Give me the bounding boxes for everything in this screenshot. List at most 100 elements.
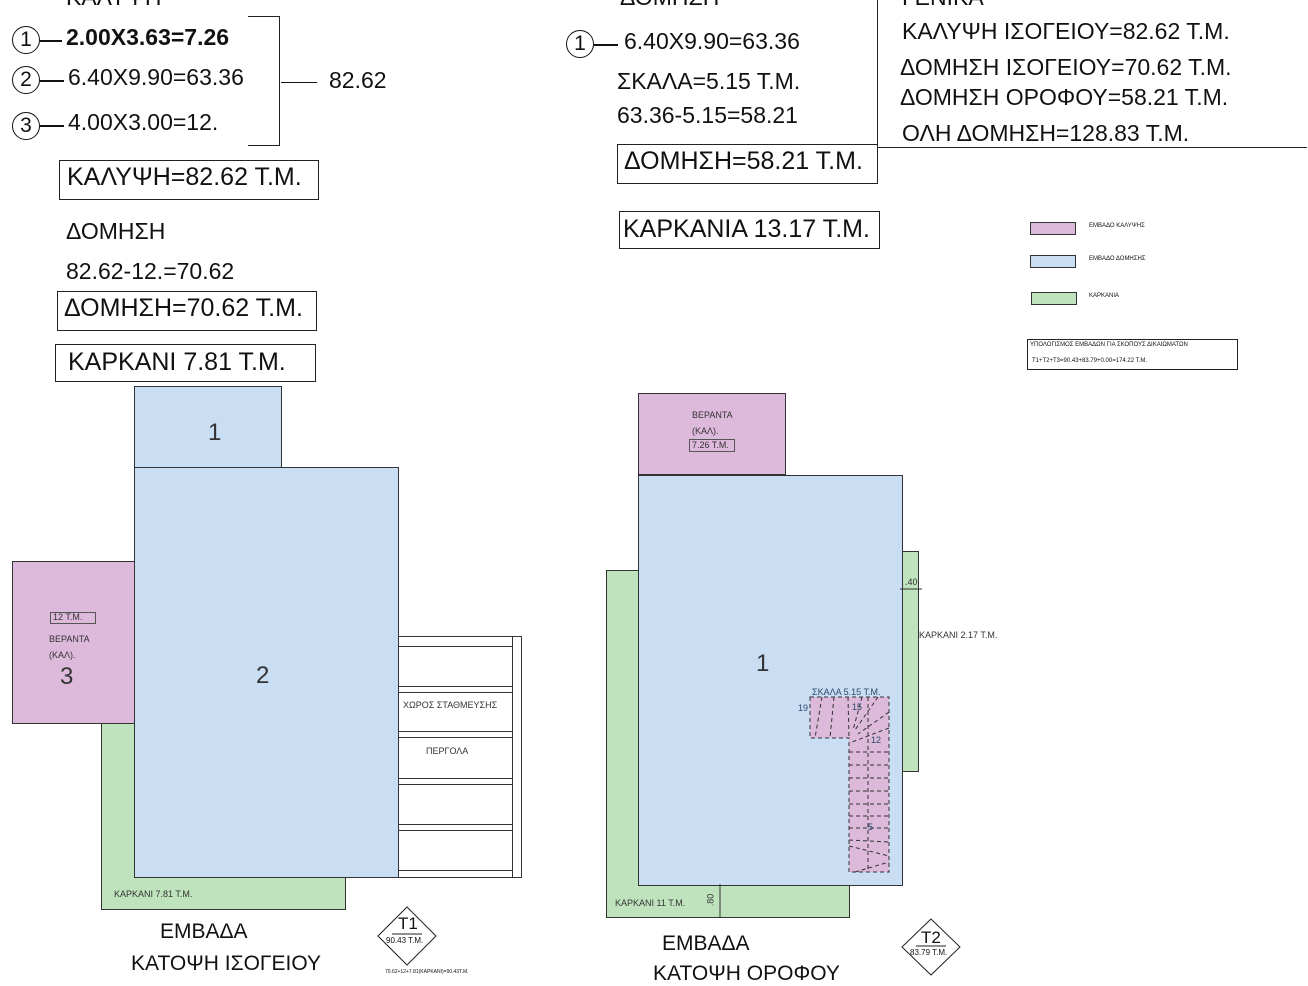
domisi-box — [57, 291, 317, 331]
t1-badge-label: Τ1 — [398, 914, 418, 933]
pergola-structure — [398, 636, 522, 878]
ground-calc-item-2: 6.40X9.90=63.36 — [68, 64, 244, 90]
bracket-leader — [281, 82, 317, 83]
upper-veranda-sub: (ΚΑΛ). — [692, 426, 719, 436]
ground-veranda-area-3 — [12, 561, 135, 724]
dim-40: .40 — [905, 577, 918, 587]
legend-swatch-building — [1030, 255, 1076, 268]
totals-header-partial: ΓΕΝΙΚΑ — [902, 0, 984, 11]
ground-karkani-label: ΚΑΡΚΑΝΙ 7.81 Τ.Μ. — [114, 889, 193, 899]
subtract-calc: 63.36-5.15=58.21 — [617, 102, 798, 128]
pergola-beam — [398, 686, 512, 687]
pergola-label: ΠΕΡΓΟΛΑ — [426, 746, 469, 756]
karkani-box-text: ΚΑΡΚΑΝΙ 7.81 Τ.Μ. — [68, 348, 286, 376]
coverage-text: ΚΑΛΥΨΗ=82.62 Τ.Μ. — [67, 163, 302, 191]
legend-swatch-coverage — [1030, 222, 1076, 235]
stair-outline — [809, 696, 890, 873]
upper-calc-item: 6.40X9.90=63.36 — [624, 28, 800, 54]
karkani-box — [55, 344, 316, 382]
item-marker-1-upper: 1 — [566, 30, 594, 58]
step-5: 5 — [868, 822, 874, 832]
stair-treads — [814, 696, 890, 873]
t2-badge-diamond — [901, 918, 961, 976]
upper-karkani-side-label: ΚΑΡΚΑΝΙ 2.17 Τ.Μ. — [919, 630, 998, 640]
ground-area-2 — [134, 467, 399, 878]
karkania-box — [619, 211, 880, 249]
t2-badge-value: 83.79 Τ.Μ. — [910, 948, 948, 957]
leader-line — [40, 80, 64, 82]
sum-bracket — [248, 16, 280, 146]
mid-header-partial: ΔΟΜΗΣΗ — [620, 0, 719, 11]
pergola-beam — [398, 784, 512, 785]
t1-badge-diamond — [377, 906, 437, 966]
karkania-text: ΚΑΡΚΑΝΙΑ 13.17 Τ.Μ. — [623, 215, 870, 243]
totals-underline — [877, 147, 1307, 148]
stair-label: ΣΚΑΛΑ 5.15 Τ.Μ. — [812, 687, 881, 697]
leader-line — [594, 44, 618, 46]
domisi-label: ΔΟΜΗΣΗ — [66, 218, 166, 244]
ground-area-1-number: 1 — [208, 419, 222, 446]
pergola-beam — [398, 870, 512, 871]
item-marker-2: 2 — [12, 66, 40, 94]
item-marker-1: 1 — [12, 26, 40, 54]
t2-badge-label: Τ2 — [921, 928, 941, 947]
legend-label-coverage: ΕΜΒΑΔΟ ΚΑΛΥΨΗΣ — [1089, 223, 1145, 229]
step-12: 12 — [871, 735, 882, 745]
rights-title: ΥΠΟΛΟΓΙΣΜΟΣ ΕΜΒΑΔΩΝ ΓΙΑ ΣΚΟΠΟΥΣ ΔΙΚΑΙΩΜΑ… — [1030, 342, 1188, 348]
t1-badge-value: 90.43 Τ.Μ. — [386, 936, 424, 945]
step-19: 19 — [798, 703, 809, 713]
item-marker-3: 3 — [12, 112, 40, 140]
pergola-beam — [398, 737, 512, 738]
upper-plan-title: ΕΜΒΑΔΑ — [662, 932, 750, 955]
upper-domisi-box — [617, 144, 878, 184]
ground-calc-item-3: 4.00X3.00=12. — [68, 109, 219, 135]
leader-line — [40, 40, 62, 42]
ground-area-2-number: 2 — [256, 662, 270, 689]
totals-divider — [877, 0, 878, 148]
upper-veranda-label: ΒΕΡΑΝΤΑ — [692, 410, 733, 420]
totals-line-3: ΔΟΜΗΣΗ ΟΡΟΦΟΥ=58.21 Τ.Μ. — [900, 84, 1229, 110]
upper-karkani-bottom-label: ΚΑΡΚΑΝΙ 11 Τ.Μ. — [615, 898, 686, 908]
bracket-total: 82.62 — [329, 67, 387, 93]
domisi-box-text: ΔΟΜΗΣΗ=70.62 Τ.Μ. — [64, 294, 303, 322]
domisi-calc: 82.62-12.=70.62 — [66, 258, 235, 284]
pergola-beam — [398, 830, 512, 831]
leader-line — [40, 125, 64, 127]
ground-plan-subtitle: ΚΑΤΟΨΗ ΙΣΟΓΕΙΟΥ — [131, 952, 322, 975]
veranda-area-tag — [50, 612, 96, 624]
pergola-beam — [398, 824, 512, 825]
pergola-beam — [398, 692, 512, 693]
ground-plan-title: ΕΜΒΑΔΑ — [160, 920, 248, 943]
stair-calc: ΣΚΑΛΑ=5.15 Τ.Μ. — [617, 68, 801, 94]
left-header-partial: ΚΑΛΥΨΗ — [66, 0, 162, 11]
parking-label: ΧΩΡΟΣ ΣΤΑΘΜΕΥΣΗΣ — [403, 700, 498, 710]
ground-veranda-label: ΒΕΡΑΝΤΑ — [49, 634, 90, 644]
ground-veranda-area: 12 Τ.Μ. — [53, 612, 83, 622]
coverage-box — [59, 160, 319, 200]
rights-box — [1027, 339, 1238, 370]
upper-veranda-area: 7.26 Τ.Μ. — [692, 440, 729, 450]
upper-plan-subtitle: ΚΑΤΟΨΗ ΟΡΟΦΟΥ — [653, 962, 840, 985]
t1-formula: 70.62+12+7.81(ΚΑΡΚΑΝΙ)=90.43Τ.Μ. — [385, 969, 469, 975]
step-15: 15 — [852, 702, 863, 712]
legend-swatch-cantilever — [1031, 292, 1077, 305]
pergola-beam — [398, 646, 512, 647]
legend-label-building: ΕΜΒΑΔΟ ΔΟΜΗΣΗΣ — [1089, 256, 1146, 262]
rights-formula: Τ1+Τ2+Τ3=90.43+83.79+0.00=174.22 Τ.Μ. — [1032, 358, 1147, 364]
ground-veranda-sub: (ΚΑΛ). — [49, 650, 76, 660]
upper-veranda — [638, 393, 786, 475]
pergola-edge — [512, 636, 513, 878]
ground-area-3-number: 3 — [60, 663, 74, 690]
upper-domisi-text: ΔΟΜΗΣΗ=58.21 Τ.Μ. — [624, 147, 863, 175]
pergola-beam — [398, 778, 512, 779]
upper-area-1-number: 1 — [756, 650, 770, 677]
totals-line-2: ΔΟΜΗΣΗ ΙΣΟΓΕΙΟΥ=70.62 Τ.Μ. — [900, 54, 1232, 80]
pergola-beam — [398, 731, 512, 732]
totals-line-4: ΟΛΗ ΔΟΜΗΣΗ=128.83 Τ.Μ. — [902, 120, 1190, 146]
upper-veranda-tag — [689, 439, 735, 452]
legend-label-cantilever: ΚΑΡΚΑΝΙΑ — [1089, 293, 1120, 299]
ground-calc-item-1: 2.00X3.63=7.26 — [66, 24, 230, 50]
totals-line-1: ΚΑΛΥΨΗ ΙΣΟΓΕΙΟΥ=82.62 Τ.Μ. — [902, 18, 1230, 44]
